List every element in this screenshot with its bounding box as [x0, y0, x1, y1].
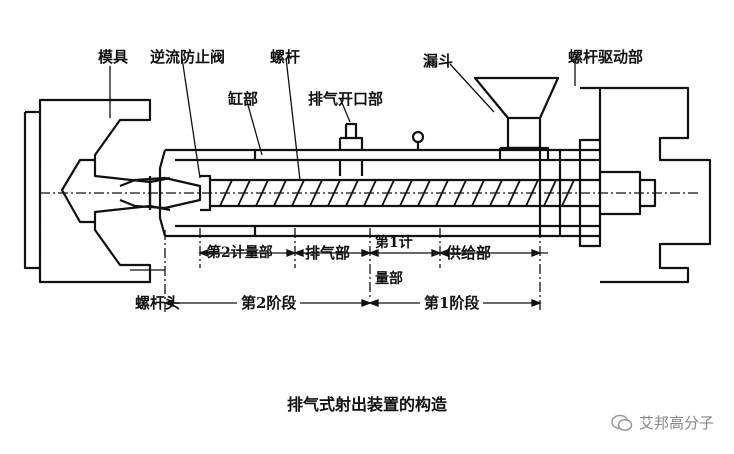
hopper-shape	[473, 76, 560, 160]
label-metering-1a: 第1计	[375, 235, 413, 251]
label-vent-section: 排气部	[305, 244, 351, 262]
label-metering-2: 第2计量部	[207, 245, 273, 261]
label-mold: 模具	[98, 48, 129, 66]
label-feed-section: 供给部	[446, 244, 492, 262]
center-lines	[40, 192, 700, 312]
screw-drive-shape	[580, 86, 712, 284]
label-screw-head: 螺杆头	[135, 294, 181, 312]
label-barrel: 缸部	[228, 90, 259, 108]
mold-shape	[23, 98, 171, 284]
label-screw-drive: 螺杆驱动部	[568, 48, 644, 66]
watermark-text: 艾邦高分子	[638, 414, 714, 432]
label-vent-opening: 排气开口部	[308, 90, 384, 108]
label-check-valve: 逆流防止阀	[150, 48, 226, 66]
leader-lines	[109, 57, 576, 271]
label-stage-2: 第2阶段	[237, 296, 301, 311]
label-screw: 螺杆	[270, 48, 301, 66]
vent-opening-shape	[338, 122, 364, 176]
label-hopper: 漏斗	[423, 52, 454, 70]
label-metering-1b: 量部	[375, 271, 403, 287]
figure-caption: 排气式射出装置的构造	[286, 395, 447, 414]
wechat-icon	[611, 414, 633, 431]
gauge-ring	[411, 130, 425, 150]
barrel-shape	[158, 138, 602, 248]
screw-flights	[219, 179, 575, 207]
watermark: 艾邦高分子	[611, 412, 714, 433]
label-stage-1: 第1阶段	[420, 296, 484, 311]
